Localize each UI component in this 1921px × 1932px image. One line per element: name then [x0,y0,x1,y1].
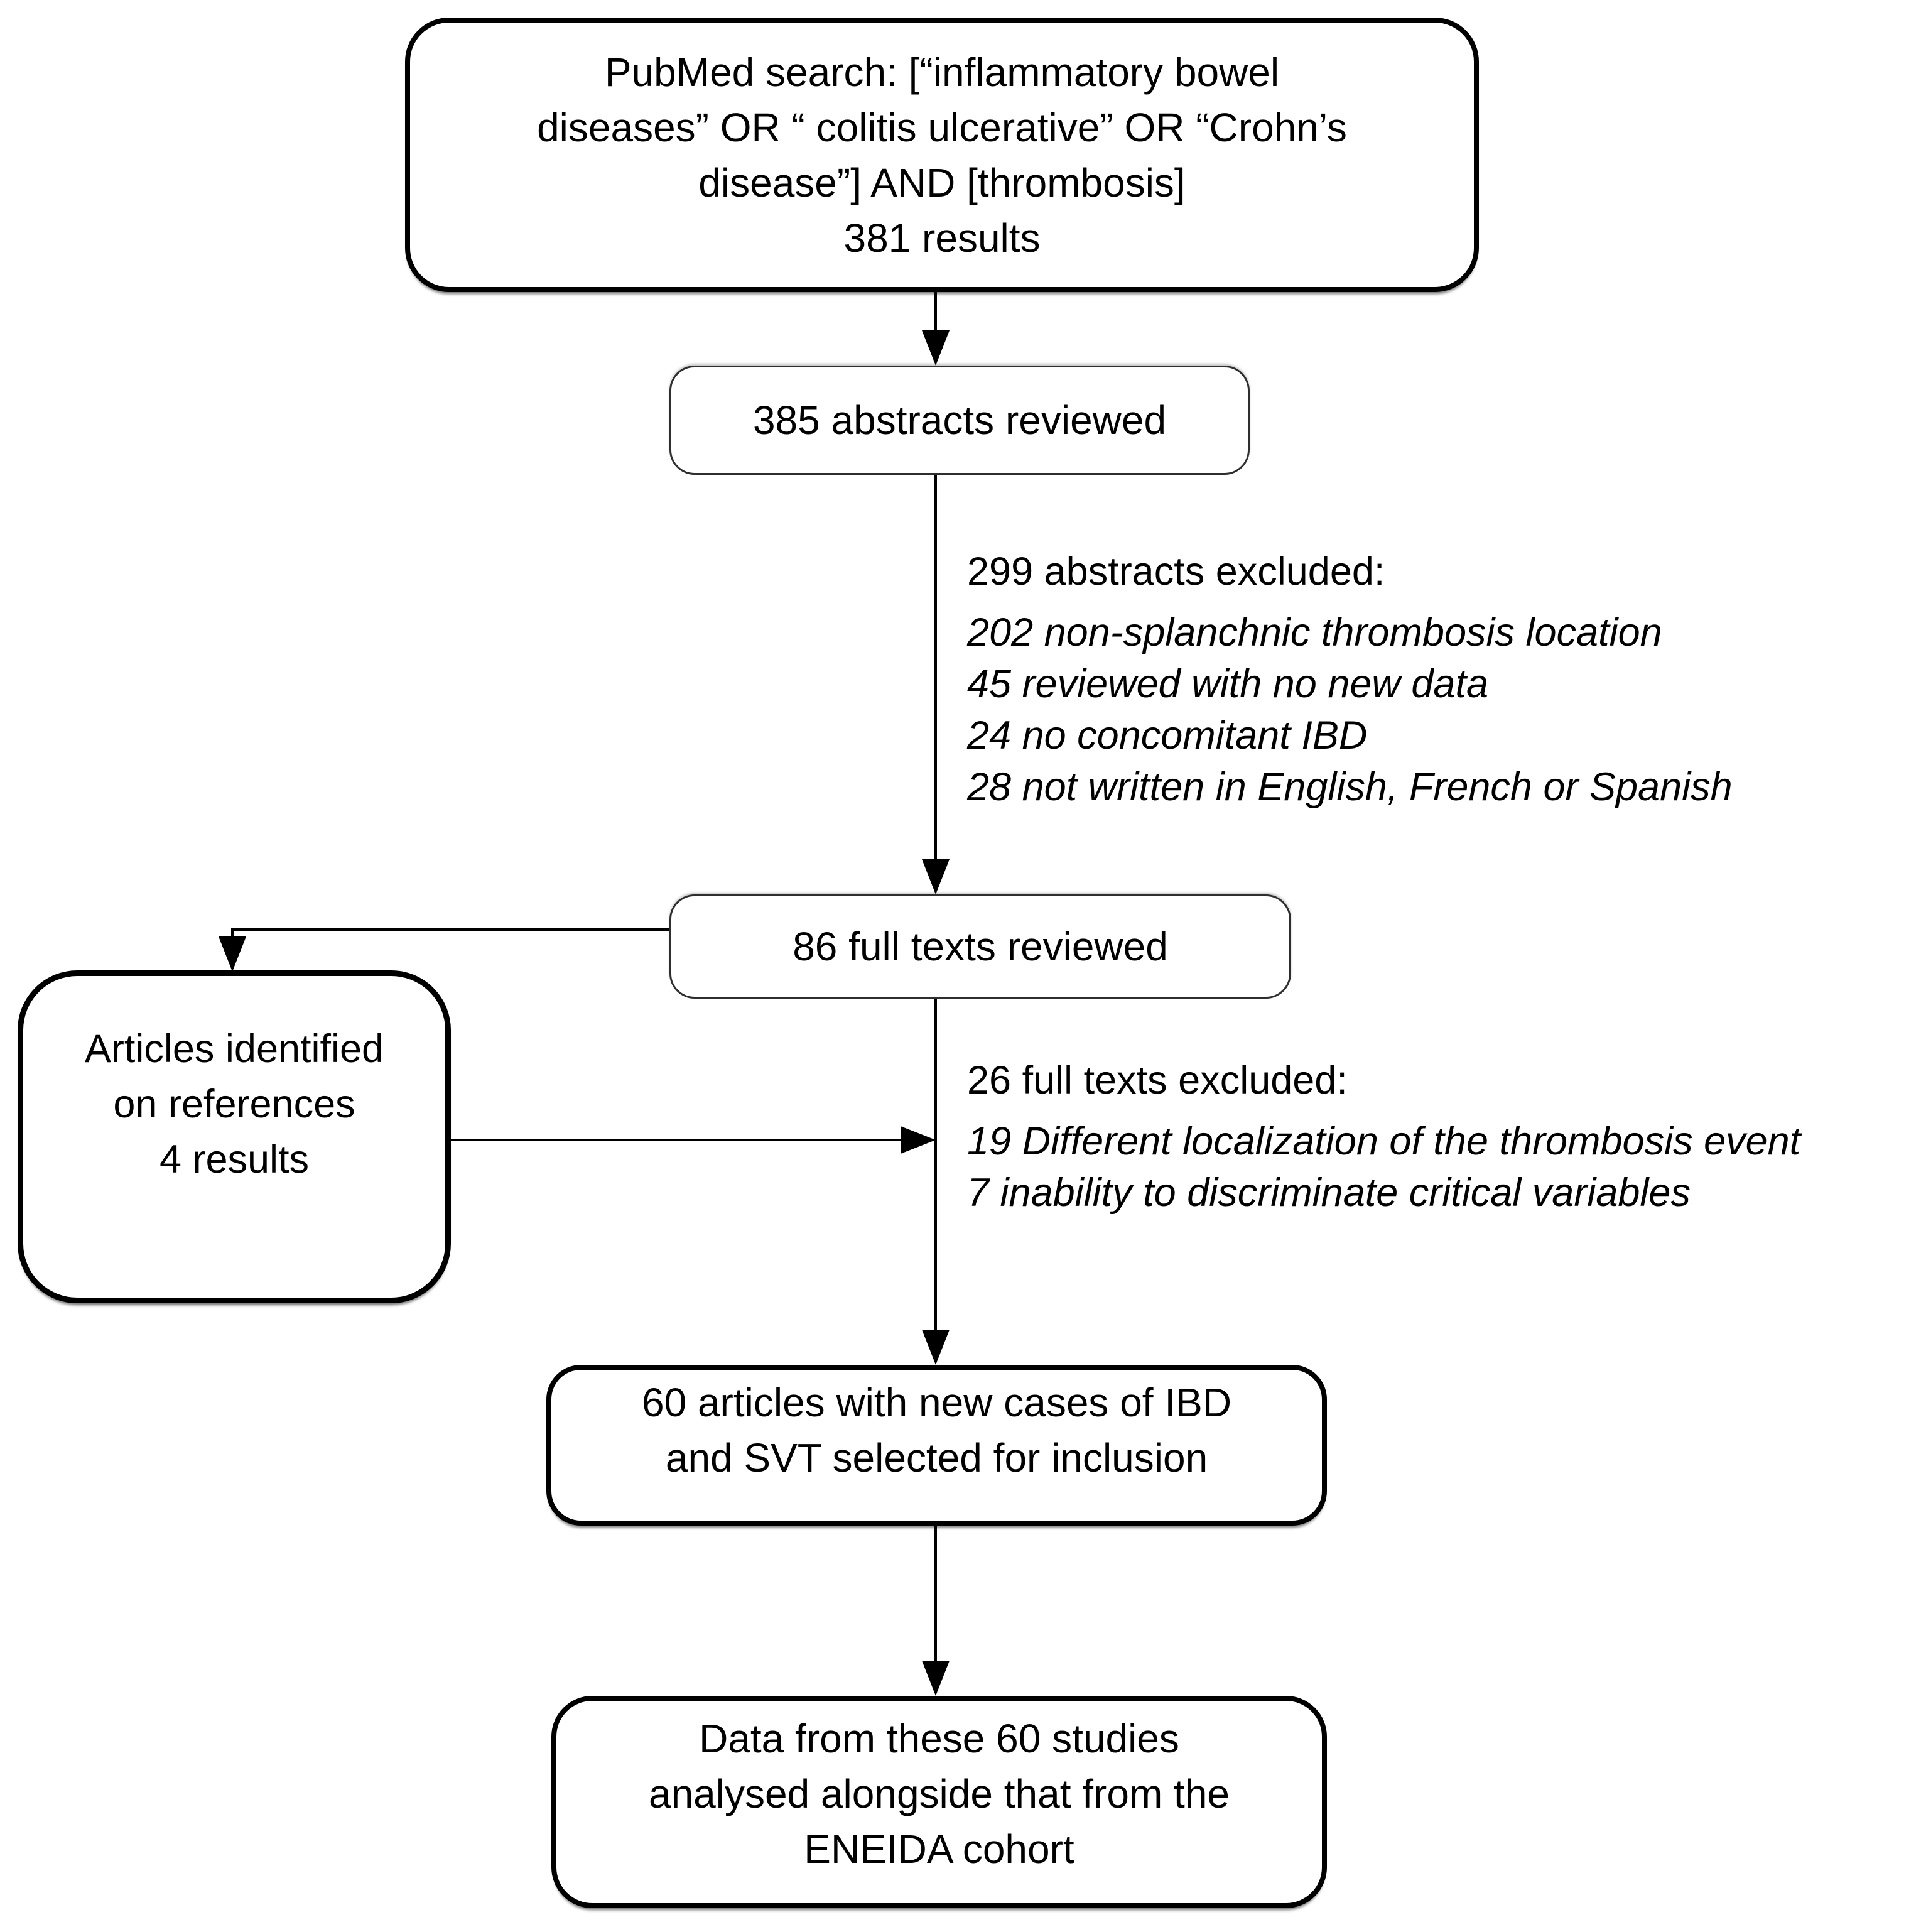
connector-references-to-mainline [448,1139,902,1141]
abstracts-reviewed-label: 385 abstracts reviewed [752,398,1167,443]
included-articles-box: 60 articles with new cases of IBD and SV… [546,1365,1327,1526]
abstracts-excluded-item: 28 not written in English, French or Spa… [967,765,1733,809]
arrowhead-to-included-icon [922,1330,950,1365]
connector-fulltexts-to-included [934,999,937,1333]
pubmed-search-line: disease”] AND [thrombosis] [698,160,1186,205]
abstracts-excluded-item: 202 non-splanchnic thrombosis location [967,611,1662,654]
abstracts-reviewed-box: 385 abstracts reviewed [669,366,1250,475]
analysis-line: analysed alongside that from the [648,1771,1230,1816]
pubmed-search-line: diseases” OR “ colitis ulcerative” OR “C… [537,104,1347,150]
arrowhead-to-fulltexts-icon [922,859,950,894]
abstracts-excluded-title: 299 abstracts excluded: [967,550,1385,594]
abstracts-excluded-item: 24 no concomitant IBD [967,714,1368,757]
pubmed-search-line: PubMed search: [“inflammatory bowel [604,49,1280,95]
pubmed-search-box: PubMed search: [“inflammatory bowel dise… [405,18,1479,292]
abstracts-excluded-item: 45 reviewed with no new data [967,662,1489,706]
arrowhead-to-references-icon [219,936,246,972]
fulltexts-reviewed-box: 86 full texts reviewed [669,894,1291,999]
pubmed-search-line: 381 results [843,215,1041,261]
reference-articles-line: on references [113,1082,355,1126]
analysis-box: Data from these 60 studies analysed alon… [551,1696,1327,1908]
reference-articles-line: 4 results [159,1137,310,1181]
fulltexts-reviewed-label: 86 full texts reviewed [793,924,1168,969]
analysis-line: Data from these 60 studies [699,1716,1179,1761]
fulltexts-excluded-item: 7 inability to discriminate critical var… [967,1171,1691,1215]
abstracts-excluded-note: 299 abstracts excluded: 202 non-splanchn… [967,546,1733,813]
fulltexts-excluded-note: 26 full texts excluded: 19 Different loc… [967,1055,1800,1218]
connector-search-to-abstracts [934,290,937,335]
reference-articles-line: Articles identified [84,1027,384,1071]
included-articles-line: and SVT selected for inclusion [665,1435,1208,1480]
branch-line-to-references [232,928,671,931]
fulltexts-excluded-item: 19 Different localization of the thrombo… [967,1119,1801,1163]
included-articles-line: 60 articles with new cases of IBD [641,1380,1232,1425]
arrowhead-to-analysis-icon [922,1661,950,1696]
connector-included-to-analysis [934,1526,937,1664]
analysis-line: ENEIDA cohort [804,1826,1074,1872]
connector-abstracts-to-fulltexts [934,474,937,863]
fulltexts-excluded-title: 26 full texts excluded: [967,1058,1348,1102]
reference-articles-box: Articles identified on references 4 resu… [18,970,451,1303]
arrowhead-references-icon [901,1126,936,1154]
arrowhead-to-abstracts-icon [922,330,950,366]
